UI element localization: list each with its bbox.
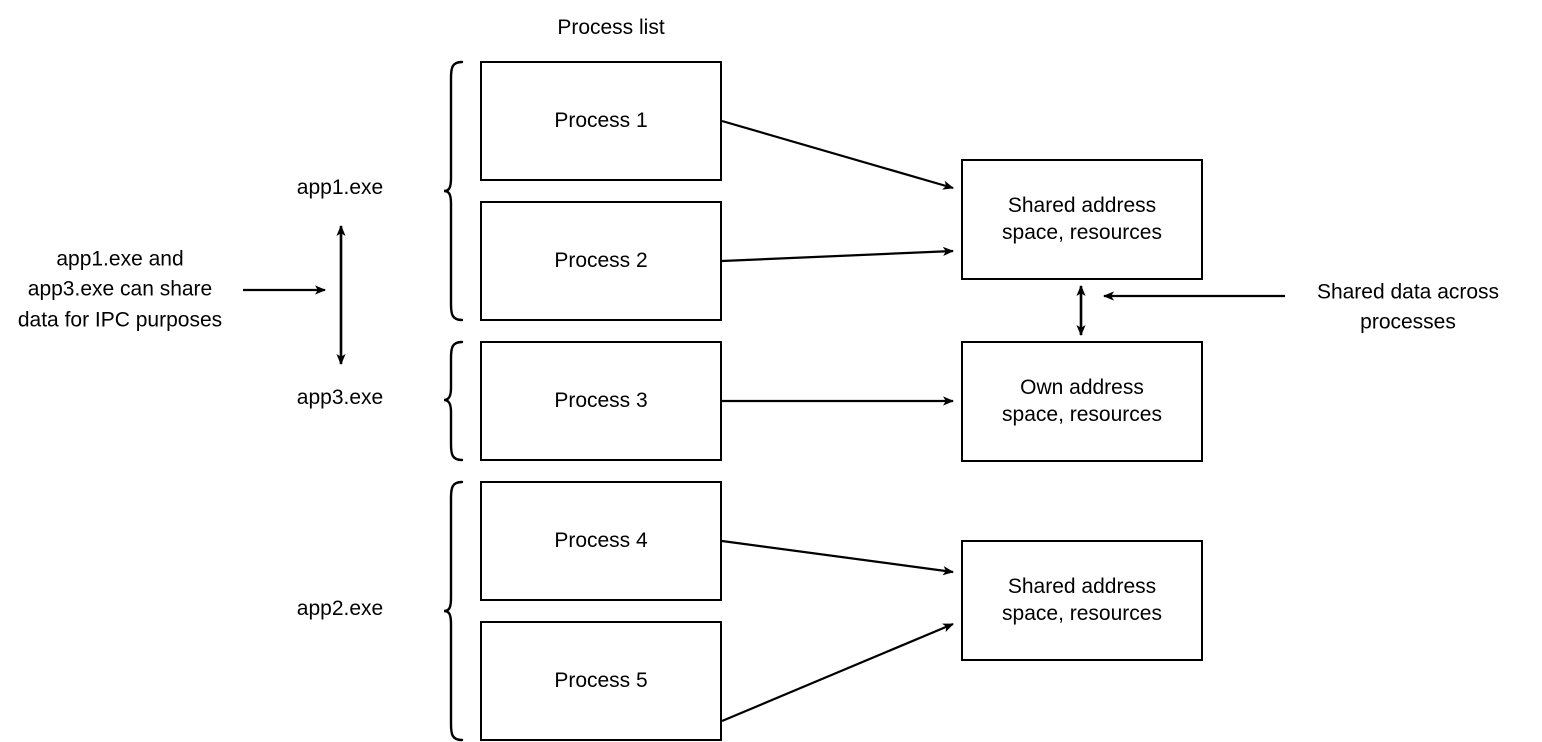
process-box-4[interactable]: Process 4 xyxy=(480,481,722,601)
arrow-process2-to-shared-top xyxy=(721,246,954,263)
process-box-1[interactable]: Process 1 xyxy=(480,61,722,181)
process-box-3-label: Process 3 xyxy=(554,388,648,412)
app2-exe-label: app2.exe xyxy=(296,596,384,620)
process-box-2[interactable]: Process 2 xyxy=(480,201,722,321)
brace-app2 xyxy=(443,480,464,742)
brace-app1 xyxy=(443,60,464,322)
process-box-5[interactable]: Process 5 xyxy=(480,621,722,741)
own-address-space-label: Own address space, resources xyxy=(1002,375,1162,426)
process-box-5-label: Process 5 xyxy=(554,668,648,692)
process-box-3[interactable]: Process 3 xyxy=(480,341,722,461)
page-title: Process list xyxy=(557,15,665,39)
app3-exe-label: app3.exe xyxy=(296,385,384,409)
process-box-4-label: Process 4 xyxy=(554,528,648,552)
app1-exe-label: app1.exe xyxy=(296,175,384,199)
arrow-process4-to-shared-bottom xyxy=(721,539,954,576)
brace-app3 xyxy=(443,340,464,462)
ipc-note-text: app1.exe and app3.exe can share data for… xyxy=(17,247,223,332)
shared-address-space-top-box[interactable]: Shared address space, resources xyxy=(961,159,1203,280)
shared-address-space-bottom-label: Shared address space, resources xyxy=(1002,574,1162,625)
process-box-1-label: Process 1 xyxy=(554,108,648,132)
shared-address-space-top-label: Shared address space, resources xyxy=(1002,193,1162,244)
arrow-process5-to-shared-bottom xyxy=(721,622,954,723)
process-box-2-label: Process 2 xyxy=(554,248,648,272)
shared-data-note-text: Shared data across processes xyxy=(1316,280,1500,334)
arrow-process1-to-shared-top xyxy=(721,119,954,190)
own-address-space-box[interactable]: Own address space, resources xyxy=(961,341,1203,462)
shared-address-space-bottom-box[interactable]: Shared address space, resources xyxy=(961,540,1203,661)
